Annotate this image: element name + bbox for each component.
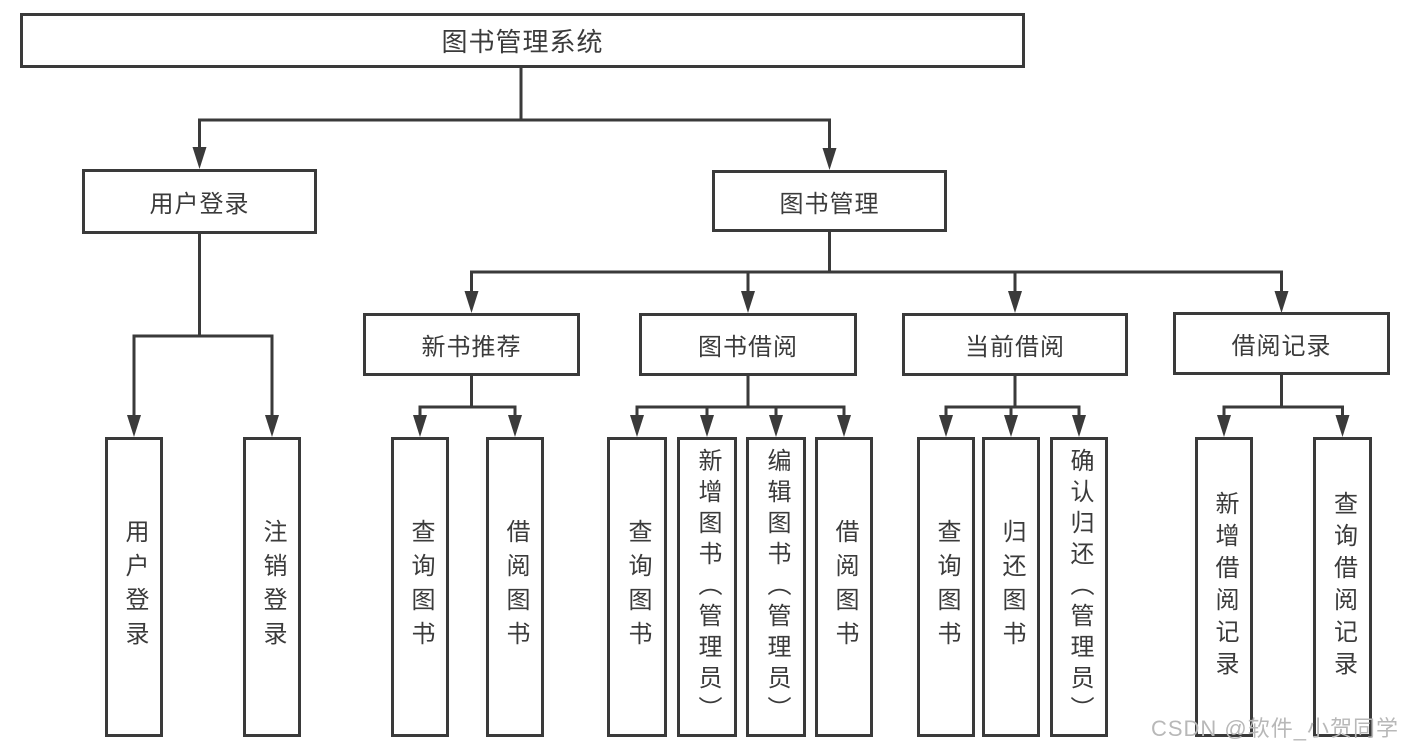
node-book-management: 图书管理 bbox=[712, 170, 947, 232]
arrowhead bbox=[1335, 415, 1350, 437]
csdn-watermark: CSDN @软件_小贺同学 bbox=[1150, 716, 1399, 741]
arrowhead bbox=[127, 415, 141, 437]
arrowhead bbox=[939, 415, 953, 437]
arrowhead bbox=[1274, 291, 1289, 313]
connector-book-mgmt-branch bbox=[470, 230, 1283, 294]
leaf-add-books-admin: 新增图书（管理员） bbox=[677, 437, 737, 737]
node-book-borrowing: 图书借阅 bbox=[639, 313, 857, 376]
leaf-confirm-return-admin: 确认归还（管理员） bbox=[1050, 437, 1108, 737]
leaf-logout: 注销登录 bbox=[243, 437, 301, 737]
arrowhead bbox=[1072, 415, 1086, 437]
arrowhead bbox=[192, 147, 207, 169]
node-borrow-records: 借阅记录 bbox=[1173, 312, 1390, 375]
arrowhead bbox=[1008, 291, 1022, 313]
leaf-borrow-books: 借阅图书 bbox=[815, 437, 873, 737]
leaf-recommend-query-books: 查询图书 bbox=[391, 437, 449, 737]
connector-new-book-rec-branch bbox=[418, 374, 517, 418]
connector-user-login-branch bbox=[132, 232, 274, 418]
leaf-edit-books-admin: 编辑图书（管理员） bbox=[746, 437, 806, 737]
arrowhead bbox=[1217, 415, 1231, 437]
connector-borrow-records-branch bbox=[1222, 374, 1344, 418]
leaf-borrow-query-books: 查询图书 bbox=[607, 437, 667, 737]
arrowhead bbox=[837, 415, 851, 437]
arrowhead bbox=[822, 148, 837, 170]
leaf-add-borrow-record: 新增借阅记录 bbox=[1195, 437, 1253, 737]
arrowhead bbox=[265, 415, 279, 437]
arrowhead bbox=[413, 415, 427, 437]
connector-root-to-level2 bbox=[198, 68, 831, 151]
arrowhead bbox=[700, 415, 714, 437]
leaf-recommend-borrow-books: 借阅图书 bbox=[486, 437, 544, 737]
connector-book-borrow-branch bbox=[635, 374, 846, 418]
node-user-login: 用户登录 bbox=[82, 169, 317, 234]
connector-current-borrow-branch bbox=[944, 374, 1081, 418]
arrowhead bbox=[741, 291, 755, 313]
node-new-book-recommend: 新书推荐 bbox=[363, 313, 580, 376]
arrowhead bbox=[769, 415, 783, 437]
arrowhead bbox=[630, 415, 644, 437]
leaf-user-login: 用户登录 bbox=[105, 437, 163, 737]
arrowhead bbox=[464, 291, 479, 313]
arrowhead bbox=[1004, 415, 1018, 437]
leaf-query-borrow-record: 查询借阅记录 bbox=[1313, 437, 1372, 737]
leaf-return-books: 归还图书 bbox=[982, 437, 1040, 737]
arrowhead bbox=[508, 415, 522, 437]
node-root-system: 图书管理系统 bbox=[20, 13, 1025, 68]
leaf-current-query-books: 查询图书 bbox=[917, 437, 975, 737]
node-current-borrowing: 当前借阅 bbox=[902, 313, 1128, 376]
